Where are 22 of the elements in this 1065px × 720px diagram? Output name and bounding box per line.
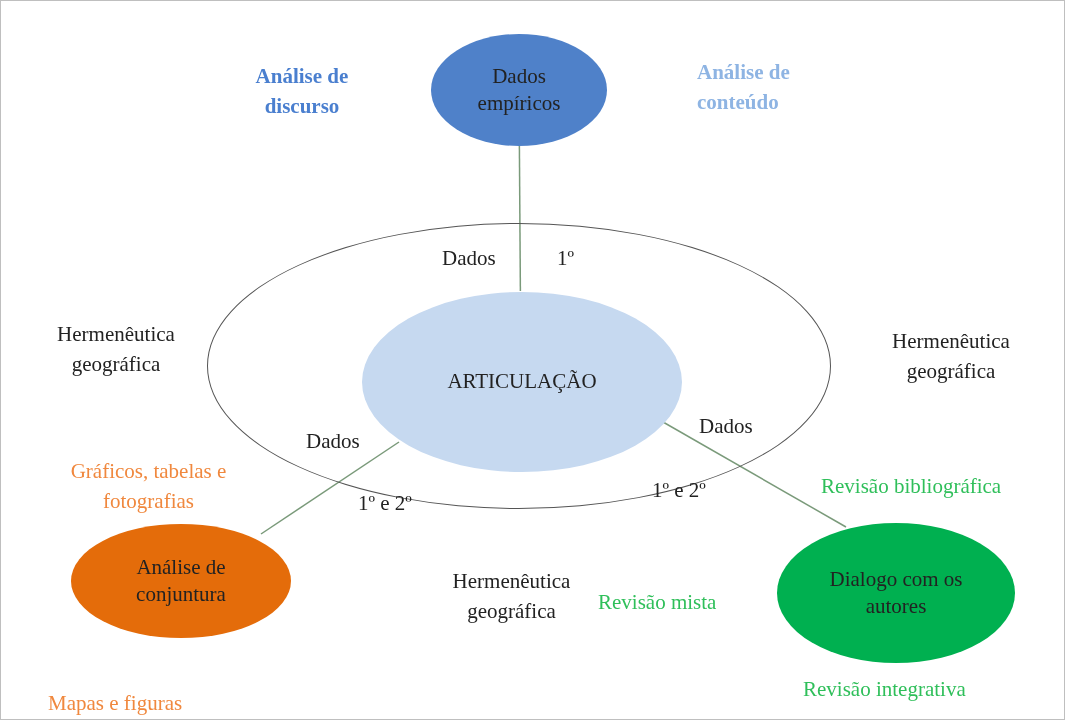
annotation-text: Hermenêutica geográfica	[451, 568, 572, 626]
annotation-text: 1º e 2º	[358, 490, 412, 517]
annotation-text: Mapas e figuras	[48, 690, 183, 717]
connector-line	[662, 421, 847, 528]
annotation-text: Hermenêutica geográfica	[891, 328, 1011, 386]
annotation-text: Gráficos, tabelas e fotografias	[69, 458, 228, 516]
annotation-text: 1º	[557, 245, 574, 272]
connector-line	[518, 145, 522, 292]
node-label: Dados empíricos	[476, 62, 562, 117]
annotation-text: Dados	[306, 428, 360, 455]
annotation-text: Revisão mista	[598, 589, 717, 616]
annotation-text: Revisão integrativa	[803, 676, 966, 703]
annotation-text: Hermenêutica geográfica	[56, 321, 176, 379]
annotation-text: Análise de discurso	[254, 63, 350, 121]
node-label: ARTICULAÇÃO	[447, 368, 597, 396]
annotation-text: Dados	[442, 245, 496, 272]
node-label: Análise de conjuntura	[135, 553, 227, 608]
annotation-text: Revisão bibliográfica	[821, 473, 1002, 500]
annotation-text: Análise de conteúdo	[697, 59, 791, 117]
connector-line	[260, 441, 400, 535]
annotation-text: Dados	[699, 413, 753, 440]
node-label: Dialogo com os autores	[828, 565, 964, 620]
